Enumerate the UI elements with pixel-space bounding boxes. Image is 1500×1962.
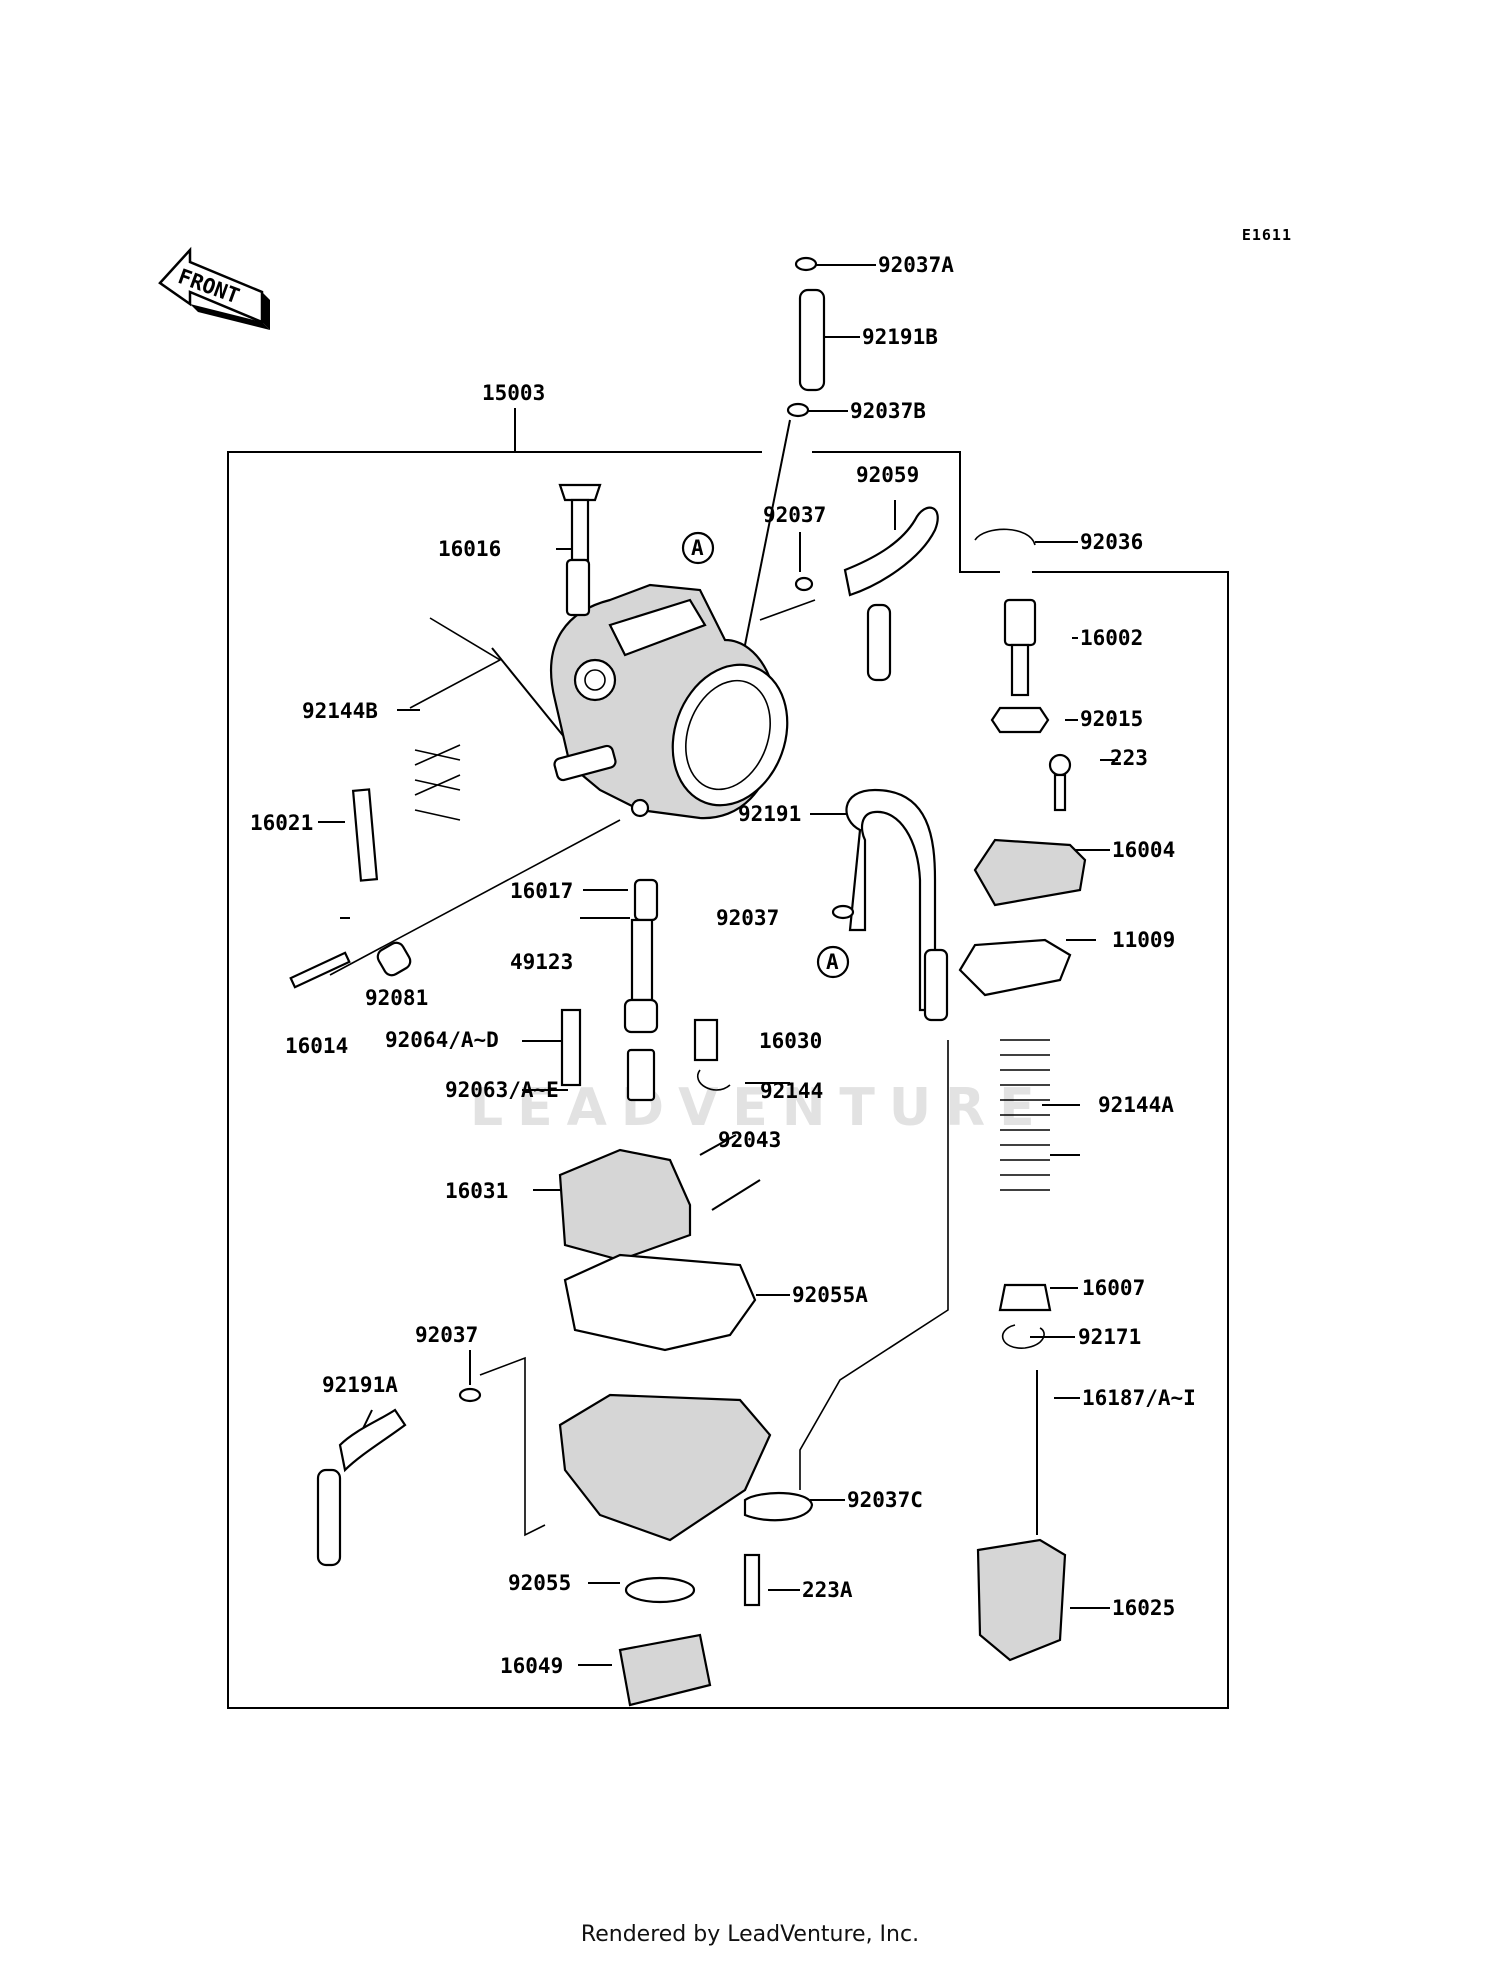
part-label-p92144: 92144: [760, 1079, 823, 1103]
part-label-p92191: 92191: [738, 802, 801, 826]
part-label-p223: 223: [1110, 746, 1148, 770]
callout-a-1: A: [681, 531, 715, 565]
part-label-p92015: 92015: [1080, 707, 1143, 731]
jet-92064-icon: [560, 1008, 582, 1087]
carburetor-body: [550, 583, 789, 820]
float-bowl-icon: [558, 1393, 772, 1542]
tube-92191B-icon: [798, 288, 826, 392]
part-glyphs: [289, 256, 1087, 1707]
part-label-p223A: 223A: [802, 1578, 853, 1602]
screw-16016-icon: [558, 483, 602, 502]
clip-92037A-icon: [794, 256, 818, 272]
needle-jet-49123-icon: [630, 918, 654, 1002]
svg-text:A: A: [826, 950, 839, 974]
cap-16004-icon: [973, 838, 1087, 907]
part-label-p92037b: 92037: [716, 906, 779, 930]
part-label-p49123: 49123: [510, 950, 573, 974]
part-label-p92037a: 92037: [763, 503, 826, 527]
cap-16007-icon: [998, 1283, 1052, 1312]
leader-lines: [318, 264, 1118, 1666]
part-label-p92144A: 92144A: [1098, 1093, 1174, 1117]
part-label-p16025: 16025: [1112, 1596, 1175, 1620]
part-label-p16004: 16004: [1112, 838, 1175, 862]
part-label-p92037B: 92037B: [850, 399, 926, 423]
throttle-valve-16025-icon: [976, 1538, 1067, 1662]
part-label-p92064: 92064/A~D: [385, 1028, 499, 1052]
part-label-p16187: 16187/A~I: [1082, 1386, 1196, 1410]
part-label-p11009: 11009: [1112, 928, 1175, 952]
part-label-p16030: 16030: [759, 1029, 822, 1053]
watermark: LEADVENTURE: [470, 1078, 1049, 1138]
front-arrow-icon: FRONT: [158, 246, 270, 330]
part-label-p16014: 16014: [285, 1034, 348, 1058]
part-label-p92144B: 92144B: [302, 699, 378, 723]
part-label-p92037c: 92037: [415, 1323, 478, 1347]
clip-92037B-icon: [786, 402, 810, 418]
float-16031-icon: [558, 1148, 692, 1262]
plug-16049-icon: [618, 1633, 712, 1707]
svg-text:A: A: [691, 536, 704, 560]
screw-16021-icon: [351, 788, 379, 882]
gasket-92055A-icon: [563, 1253, 757, 1352]
assembly-bracket: [227, 408, 1229, 1709]
part-label-p92081: 92081: [365, 986, 428, 1010]
hose-92059-icon: [843, 506, 939, 597]
clip-92036-icon: [974, 528, 1036, 546]
part-label-p16007: 16007: [1082, 1276, 1145, 1300]
part-label-p92191A: 92191A: [322, 1373, 398, 1397]
callout-a-2: A: [816, 945, 850, 979]
part-label-p92171: 92171: [1078, 1325, 1141, 1349]
clip-92037-icon: [831, 904, 855, 920]
spring-92144B-icon: [414, 744, 461, 821]
oring-92055-icon: [624, 1576, 696, 1604]
part-label-p92191B: 92191B: [862, 325, 938, 349]
bracket-92037C-icon: [743, 1492, 814, 1522]
part-label-p15003: 15003: [482, 381, 545, 405]
part-label-p92043: 92043: [718, 1128, 781, 1152]
nut-92015-icon: [990, 706, 1050, 734]
part-label-p92037C: 92037C: [847, 1488, 923, 1512]
tube-92191A-icon: [338, 1408, 407, 1473]
part-label-p16016: 16016: [438, 537, 501, 561]
footer-credit: Rendered by LeadVenture, Inc.: [580, 1922, 920, 1947]
part-label-p92055: 92055: [508, 1571, 571, 1595]
part-label-p16049: 16049: [500, 1654, 563, 1678]
jet-16017-icon: [633, 878, 659, 922]
valve-16030-icon: [693, 1018, 719, 1062]
clip-92171-icon: [1001, 1324, 1045, 1349]
part-label-p92036: 92036: [1080, 530, 1143, 554]
tube-92191-icon: [845, 788, 937, 1012]
part-label-p92055A: 92055A: [792, 1283, 868, 1307]
part-label-p16031: 16031: [445, 1179, 508, 1203]
screw-223A-icon: [743, 1553, 761, 1607]
screw-16014-icon: [289, 951, 351, 989]
part-label-p16021: 16021: [250, 811, 313, 835]
part-label-p92063: 92063/A~E: [445, 1078, 559, 1102]
screw-223-icon: [1048, 753, 1072, 777]
part-label-p16017: 16017: [510, 879, 573, 903]
jet-92063-icon: [626, 1048, 656, 1102]
spring-92144A-icon: [1000, 1039, 1050, 1191]
clip-92144-icon: [697, 1069, 731, 1091]
diagram-code: E1611: [1241, 226, 1292, 244]
pin-92043-icon: [711, 1179, 761, 1211]
gasket-11009-icon: [958, 938, 1072, 997]
adjuster-16002-icon: [1003, 598, 1037, 647]
part-label-p92059: 92059: [856, 463, 919, 487]
part-label-p16002: 16002: [1080, 626, 1143, 650]
part-label-p92037A: 92037A: [878, 253, 954, 277]
spring-92081-icon: [376, 941, 412, 977]
